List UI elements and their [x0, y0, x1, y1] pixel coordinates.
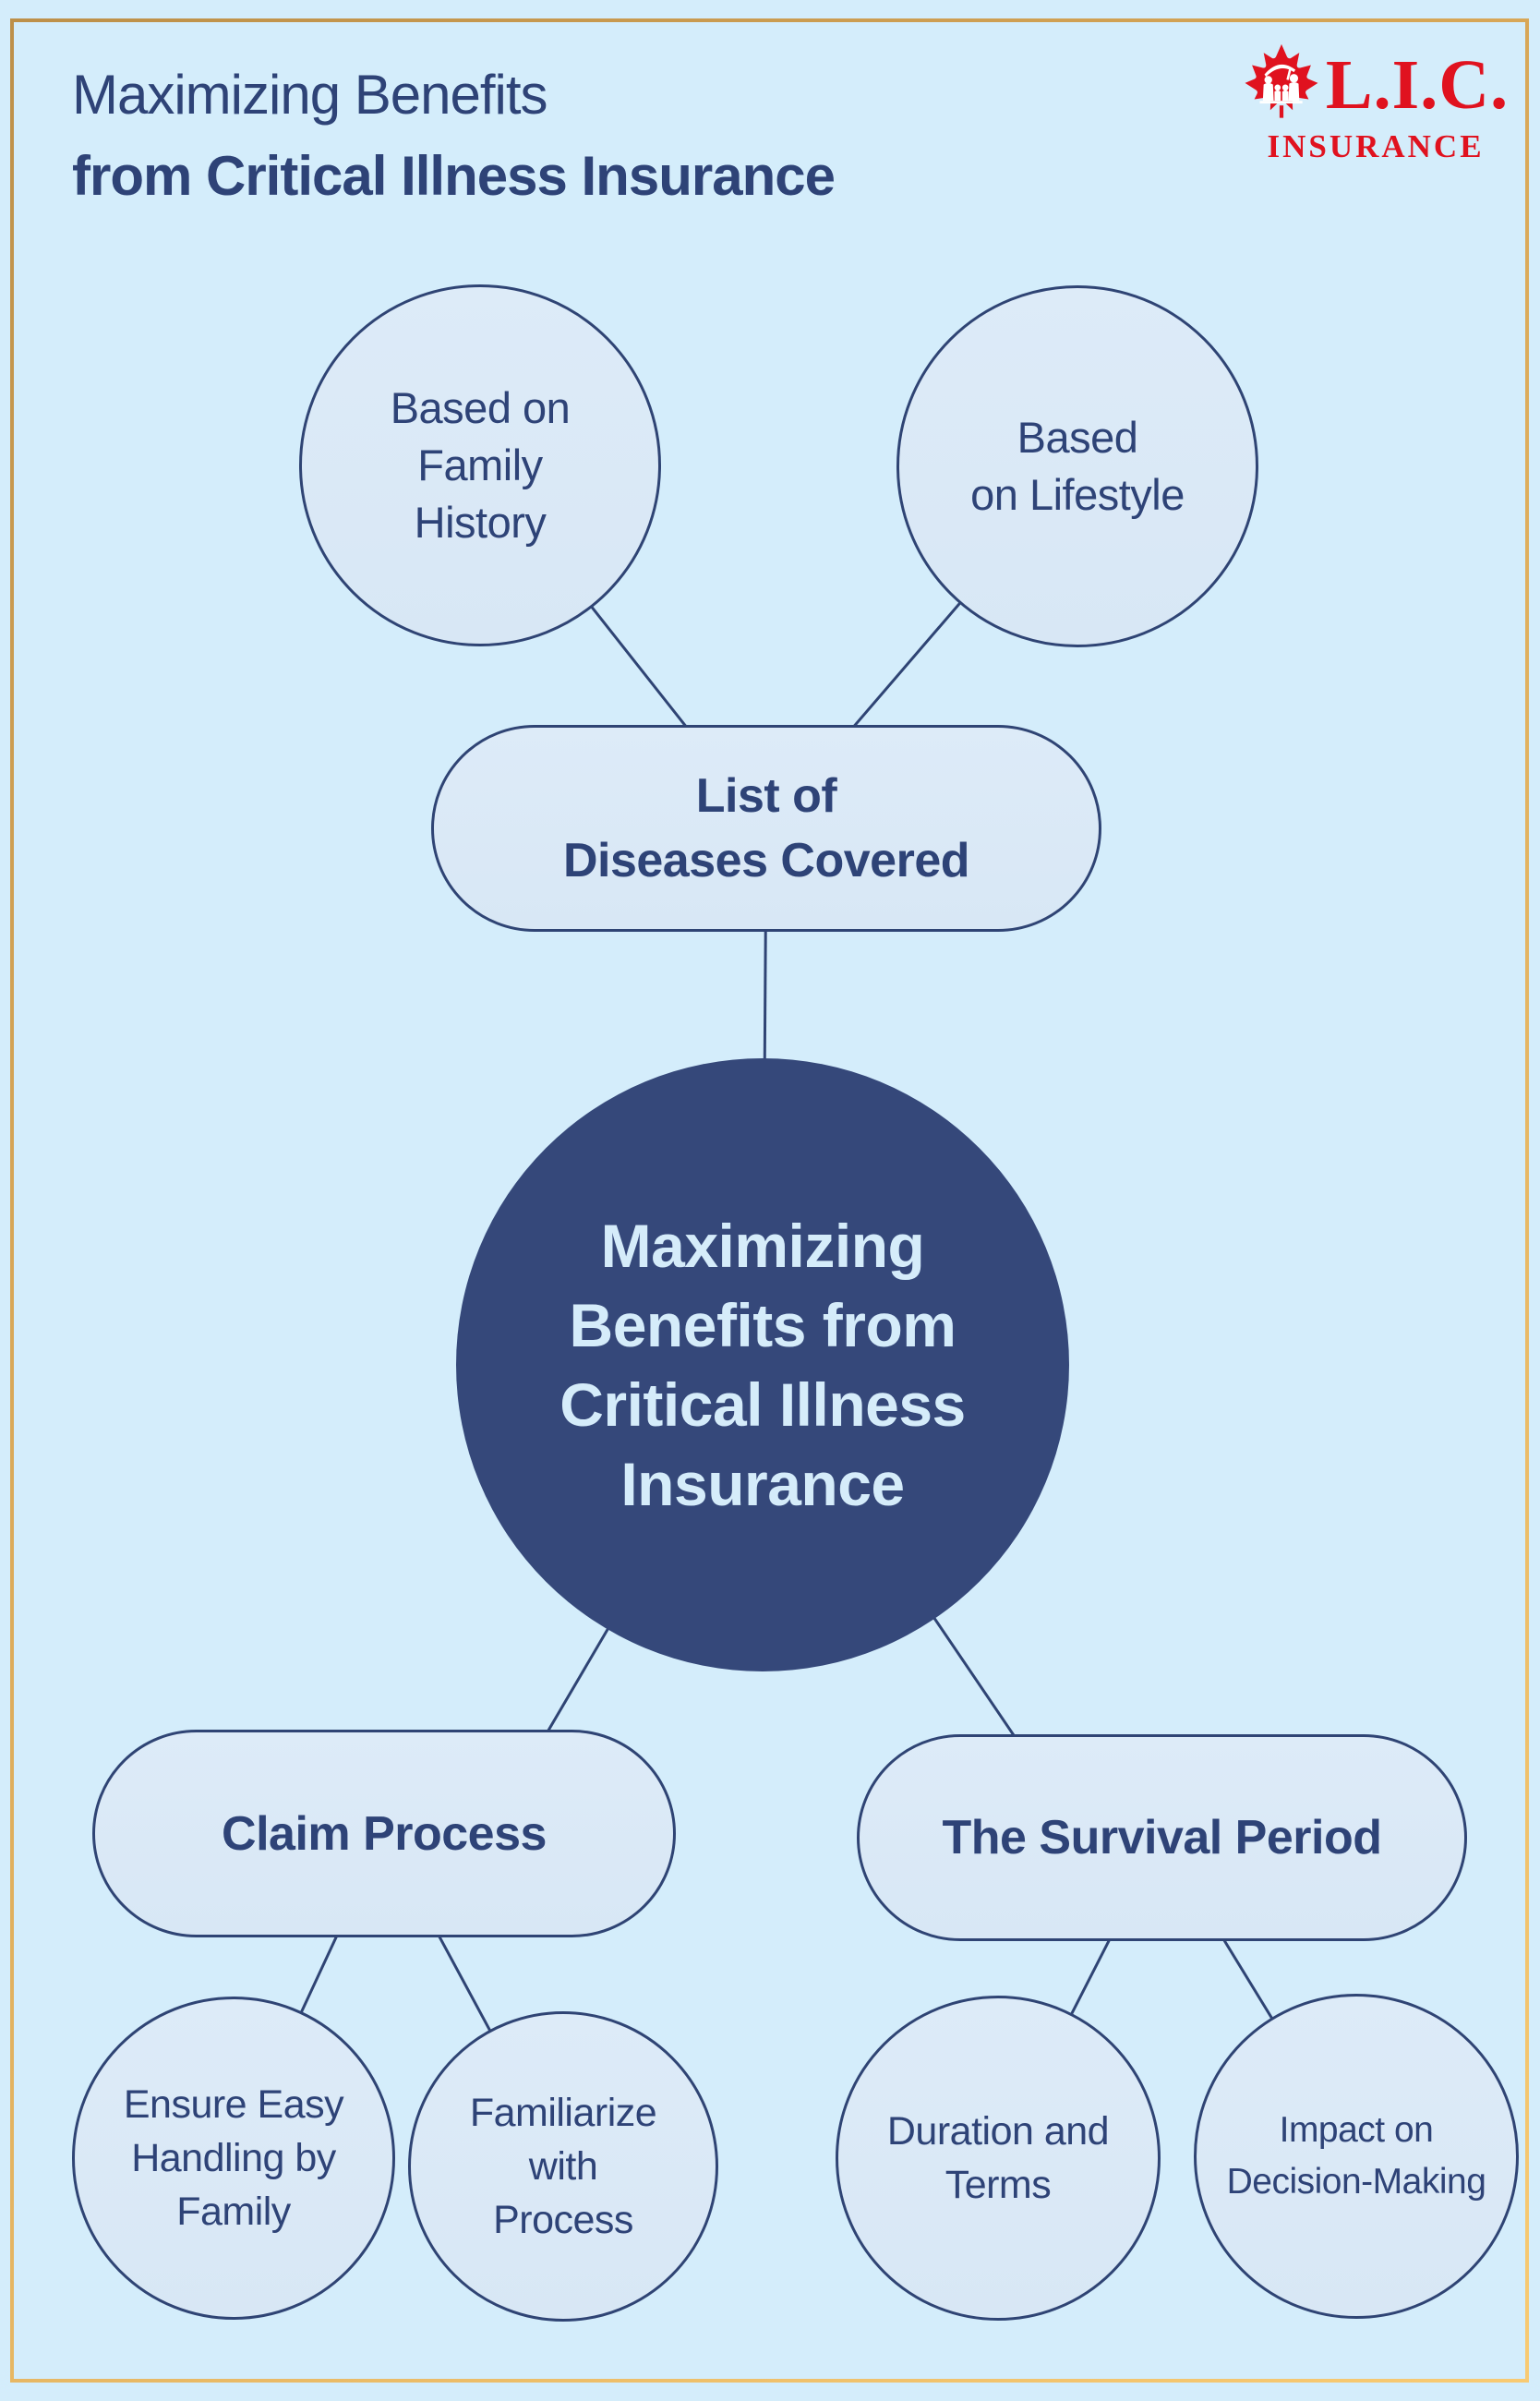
node-duration-and-terms: Duration and Terms — [836, 1996, 1161, 2321]
logo-name: L.I.C. — [1325, 45, 1510, 124]
node-list-of-diseases-covered: List of Diseases Covered — [431, 725, 1101, 932]
node-ensure-easy-handling: Ensure Easy Handling by Family — [72, 1997, 395, 2320]
logo-top-row: L.I.C. — [1243, 42, 1509, 127]
lic-insurance-logo: L.I.C. INSURANCE — [1233, 42, 1519, 165]
node-label: Duration and Terms — [886, 2109, 1110, 2207]
logo-tagline: INSURANCE — [1267, 128, 1485, 164]
page-title-line1: Maximizing Benefits — [72, 64, 548, 126]
page-title: Maximizing Benefits from Critical Illnes… — [72, 54, 836, 216]
node-label: Familiarize with Process — [469, 2091, 657, 2242]
node-claim-process: Claim Process — [92, 1730, 676, 1937]
node-familiarize-with-process: Familiarize with Process — [408, 2011, 718, 2322]
node-label: Based on Family History — [390, 383, 571, 547]
node-impact-on-decision-making: Impact on Decision-Making — [1194, 1994, 1519, 2319]
node-based-on-lifestyle: Based on Lifestyle — [896, 285, 1258, 647]
node-based-on-family-history: Based on Family History — [299, 284, 661, 646]
node-label: Based on Lifestyle — [970, 413, 1185, 519]
node-label: The Survival Period — [942, 1811, 1383, 1864]
node-label: List of Diseases Covered — [562, 769, 970, 887]
node-label: Impact on Decision-Making — [1226, 2110, 1486, 2202]
node-central-topic: Maximizing Benefits from Critical Illnes… — [456, 1058, 1069, 1671]
node-label: Maximizing Benefits from Critical Illnes… — [559, 1212, 966, 1518]
page-title-line2: from Critical Illness Insurance — [72, 145, 836, 207]
node-label: Ensure Easy Handling by Family — [123, 2082, 344, 2234]
maple-leaf-icon — [1243, 42, 1320, 127]
node-label: Claim Process — [222, 1806, 547, 1861]
node-survival-period: The Survival Period — [857, 1734, 1467, 1941]
